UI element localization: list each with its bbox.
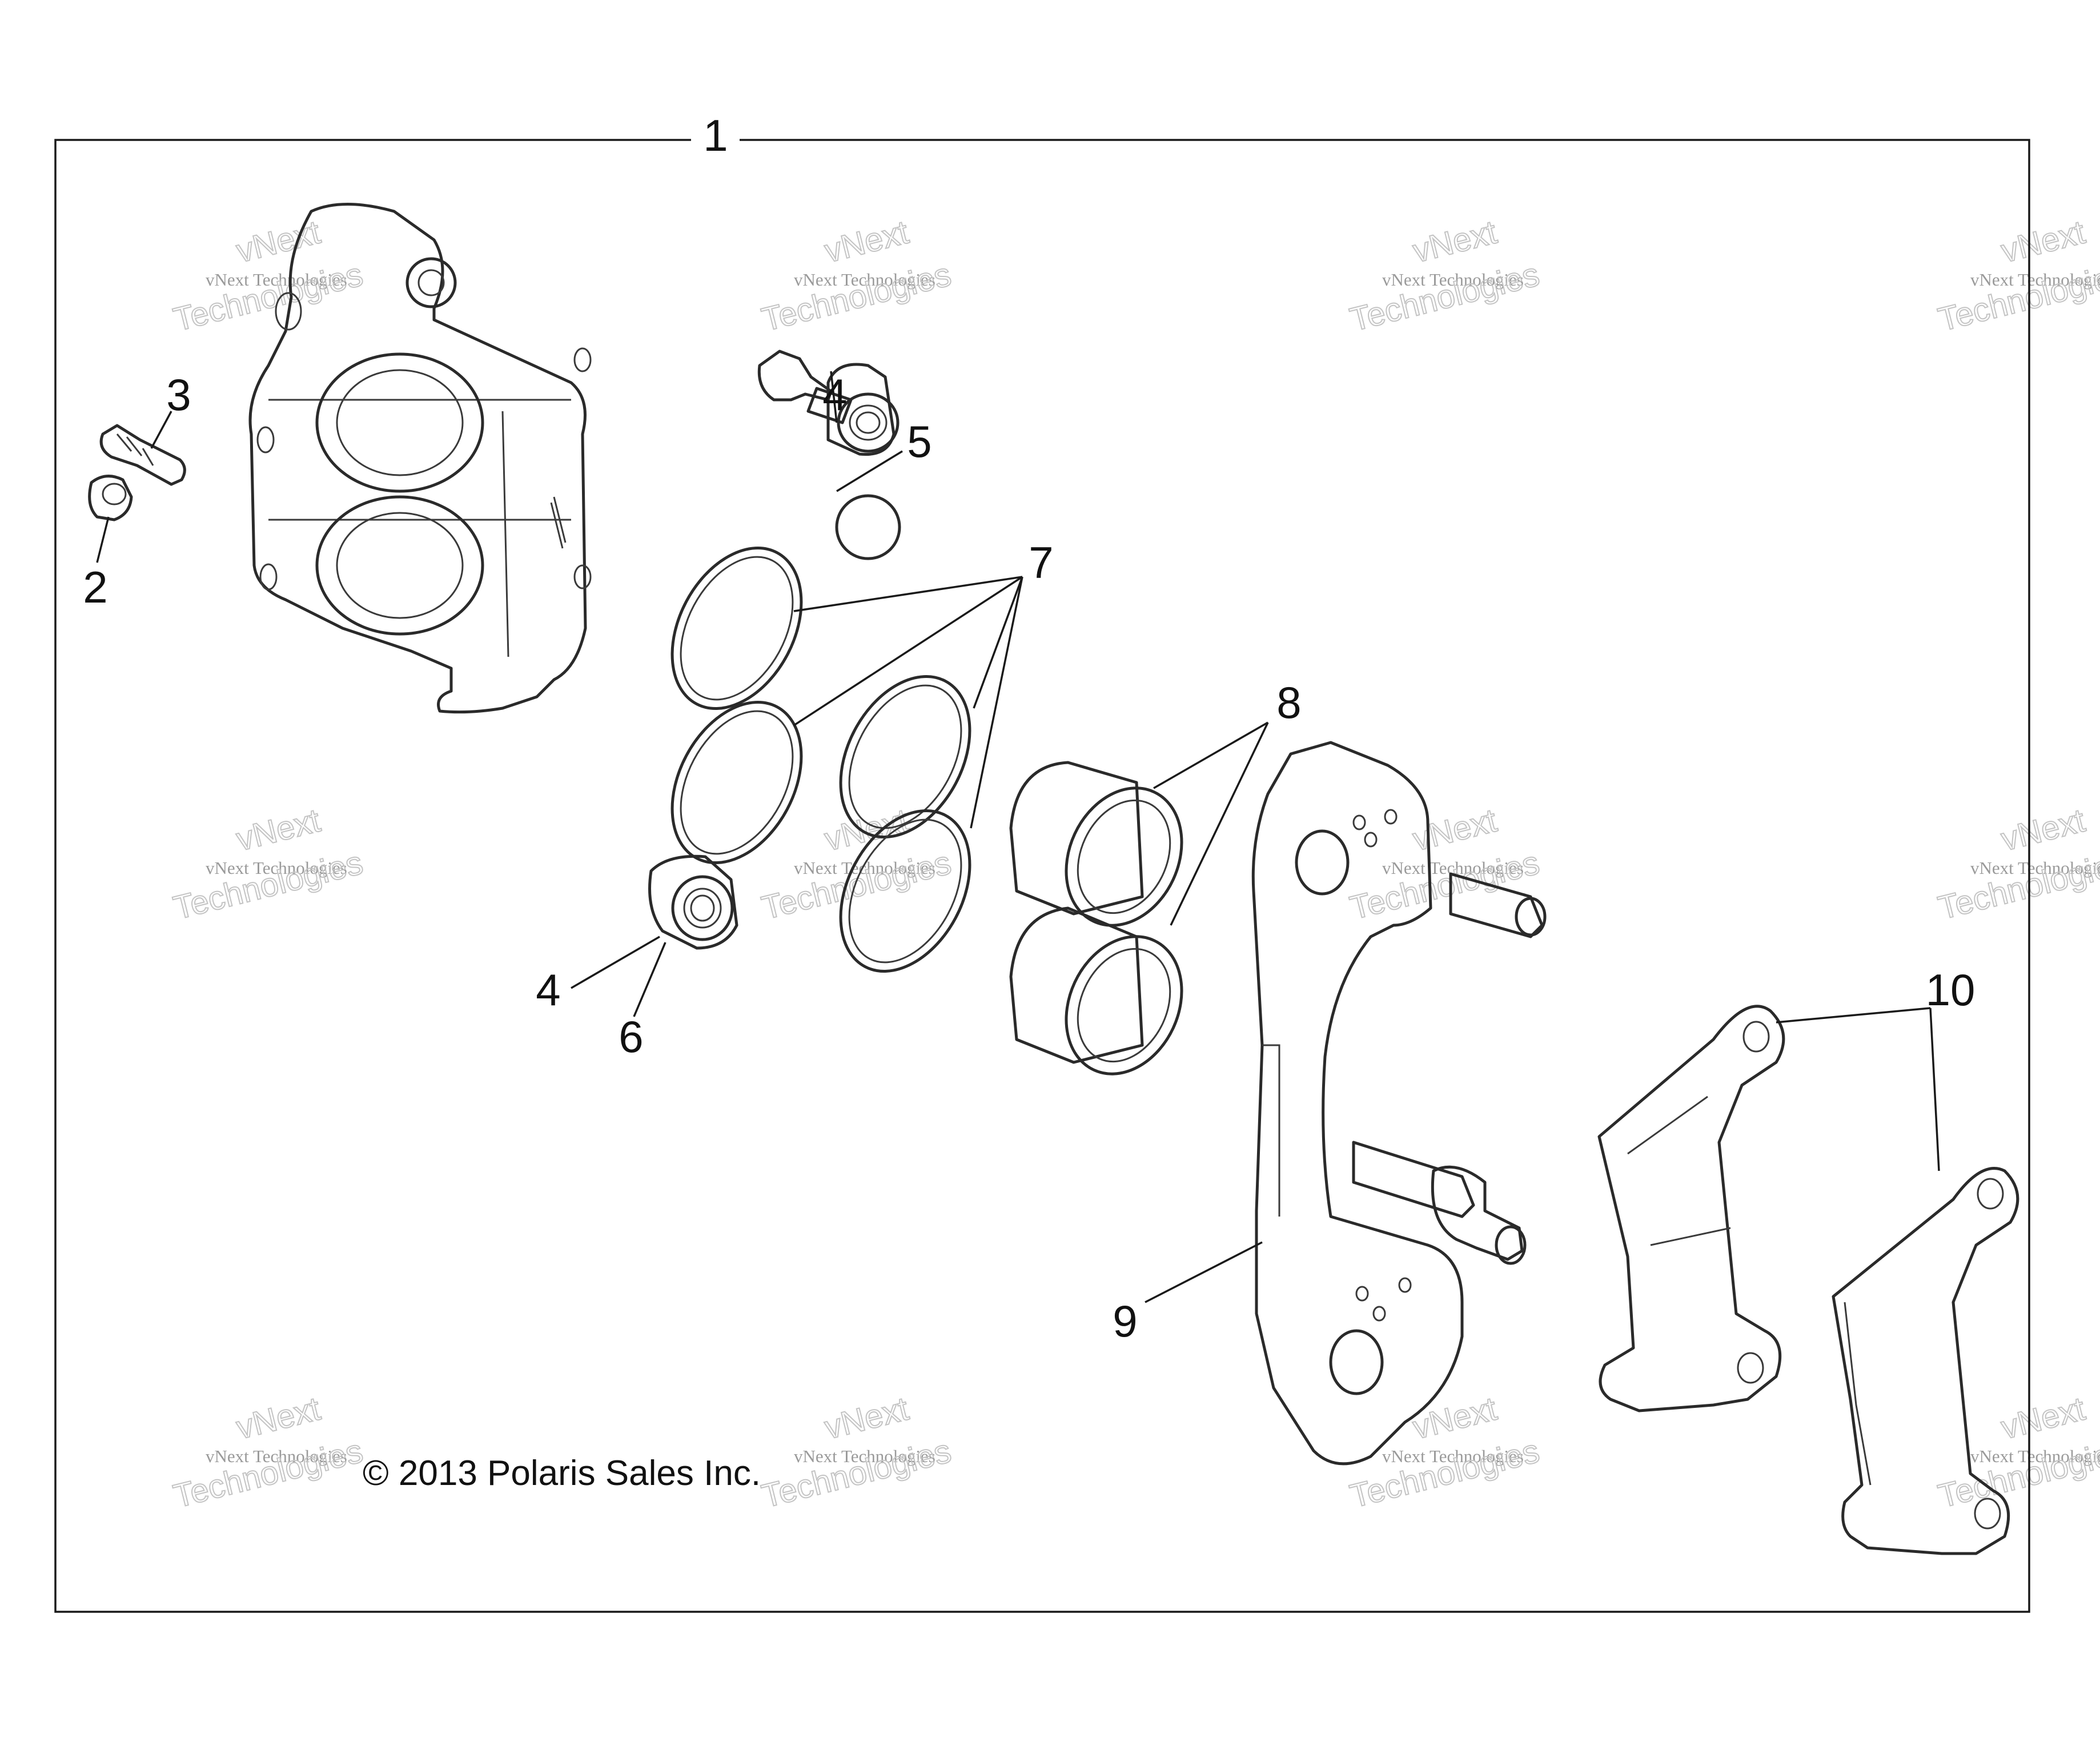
watermark-text: vNext Technologies xyxy=(1970,270,2100,290)
brake-pads xyxy=(1597,1005,2019,1555)
watermark-text: vNext xyxy=(821,802,912,858)
watermark-text: vNext xyxy=(1997,802,2089,858)
watermark-text: vNext Technologies xyxy=(206,1446,347,1466)
callout-6: 6 xyxy=(619,1012,643,1062)
watermark: vNext Technologies vNext Technologies xyxy=(169,213,367,339)
callout-8: 8 xyxy=(1276,677,1301,728)
callout-7: 7 xyxy=(1029,537,1053,588)
watermark-text: Technologies xyxy=(758,1432,954,1515)
watermark: vNext Technologies vNext Technologies xyxy=(1934,1390,2100,1516)
kit-frame xyxy=(54,139,2030,1613)
watermark-text: vNext xyxy=(1409,214,1500,270)
caliper-bracket xyxy=(1251,741,1547,1466)
watermark-text: Technologies xyxy=(1934,844,2100,927)
callout-2: 2 xyxy=(83,562,107,612)
watermark-text: Technologies xyxy=(170,844,366,927)
watermark-text: Technologies xyxy=(758,844,954,927)
bleeder-screw xyxy=(99,424,186,486)
watermark-text: vNext xyxy=(1409,1390,1500,1447)
watermark: vNext Technologies vNext Technologies xyxy=(1346,213,1543,339)
watermark-text: vNext xyxy=(1409,802,1500,858)
watermark-text: Technologies xyxy=(1346,1432,1543,1515)
watermark-text: Technologies xyxy=(1934,256,2100,339)
watermark: vNext Technologies vNext Technologies xyxy=(1934,801,2100,928)
watermark: vNext Technologies vNext Technologies xyxy=(757,1390,955,1516)
watermark-text: vNext xyxy=(232,802,324,858)
watermark-text: vNext xyxy=(232,1390,324,1447)
watermark: vNext Technologies vNext Technologies xyxy=(1346,801,1543,928)
watermark-text: Technologies xyxy=(1346,844,1543,927)
watermark: vNext Technologies vNext Technologies xyxy=(757,213,955,339)
watermark-text: vNext xyxy=(1997,214,2089,270)
pin-boot-upper xyxy=(826,363,901,560)
callout-3: 3 xyxy=(166,370,191,420)
watermark-text: vNext xyxy=(232,214,324,270)
watermark-text: Technologies xyxy=(170,1432,366,1515)
copyright-notice: © 2013 Polaris Sales Inc. xyxy=(363,1454,761,1493)
watermark-text: Technologies xyxy=(1346,256,1543,339)
watermark-text: vNext Technologies xyxy=(206,270,347,290)
watermark-text: vNext Technologies xyxy=(1382,1446,1524,1466)
callout-9: 9 xyxy=(1113,1296,1137,1346)
watermark-text: vNext Technologies xyxy=(206,858,347,878)
watermark-text: vNext Technologies xyxy=(794,1446,935,1466)
callout-10: 10 xyxy=(1926,965,1975,1015)
watermark-text: vNext Technologies xyxy=(1382,270,1524,290)
callout-4-lower: 4 xyxy=(536,965,560,1015)
caliper-body xyxy=(248,203,592,714)
watermark-text: vNext Technologies xyxy=(1970,858,2100,878)
callout-1: 1 xyxy=(703,110,728,160)
watermark-text: vNext xyxy=(1997,1390,2089,1447)
seal-rings xyxy=(670,546,971,973)
pin-boot-lower xyxy=(648,854,738,950)
bleeder-cap xyxy=(88,475,133,521)
leader-lines xyxy=(96,371,1940,1303)
callout-4-upper: 4 xyxy=(822,370,847,420)
callout-5: 5 xyxy=(907,416,931,467)
watermark: vNext Technologies vNext Technologies xyxy=(1934,213,2100,339)
watermark-text: Technologies xyxy=(170,256,366,339)
watermark-text: Technologies xyxy=(1934,1432,2100,1515)
watermark-text: vNext Technologies xyxy=(794,858,935,878)
watermark: vNext Technologies vNext Technologies xyxy=(169,1390,367,1516)
watermark-text: vNext Technologies xyxy=(794,270,935,290)
guide-pin-upper xyxy=(757,350,853,424)
callouts: 1 2 3 4 5 7 8 4 6 9 10 xyxy=(83,110,1975,1346)
watermark-text: vNext xyxy=(821,1390,912,1447)
watermark-text: Technologies xyxy=(758,256,954,339)
watermark-text: vNext xyxy=(821,214,912,270)
pistons xyxy=(1009,761,1183,1075)
watermark: vNext Technologies vNext Technologies xyxy=(169,801,367,928)
watermark-text: vNext Technologies xyxy=(1970,1446,2100,1466)
